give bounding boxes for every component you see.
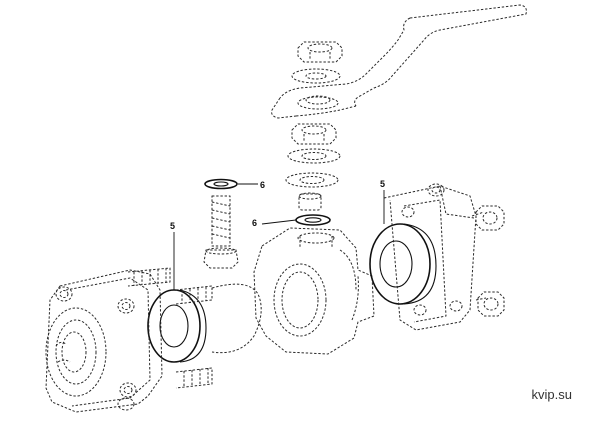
packing-rings bbox=[285, 148, 341, 188]
top-nut bbox=[297, 41, 343, 63]
seat-ring-right bbox=[369, 223, 437, 305]
valve-body bbox=[253, 227, 375, 355]
label-seal-top: 6 bbox=[260, 180, 265, 190]
stem-seal bbox=[295, 214, 331, 226]
label-seat-left: 5 bbox=[170, 221, 175, 231]
leader-lines bbox=[173, 183, 385, 290]
watermark-text: kvip.su bbox=[531, 387, 572, 402]
hex-bolt bbox=[203, 195, 239, 269]
label-seal-mid: 6 bbox=[252, 218, 257, 228]
seat-ring-left bbox=[147, 289, 207, 363]
label-seat-right: 5 bbox=[380, 179, 385, 189]
end-cap-left bbox=[45, 269, 163, 413]
valve-stem bbox=[298, 192, 322, 211]
washer bbox=[291, 68, 341, 84]
gland-nut bbox=[291, 123, 337, 145]
handle-lever bbox=[271, 4, 527, 119]
end-cap-right bbox=[383, 183, 505, 331]
tie-bolts-left bbox=[127, 267, 262, 389]
bolt-seal bbox=[204, 178, 238, 190]
